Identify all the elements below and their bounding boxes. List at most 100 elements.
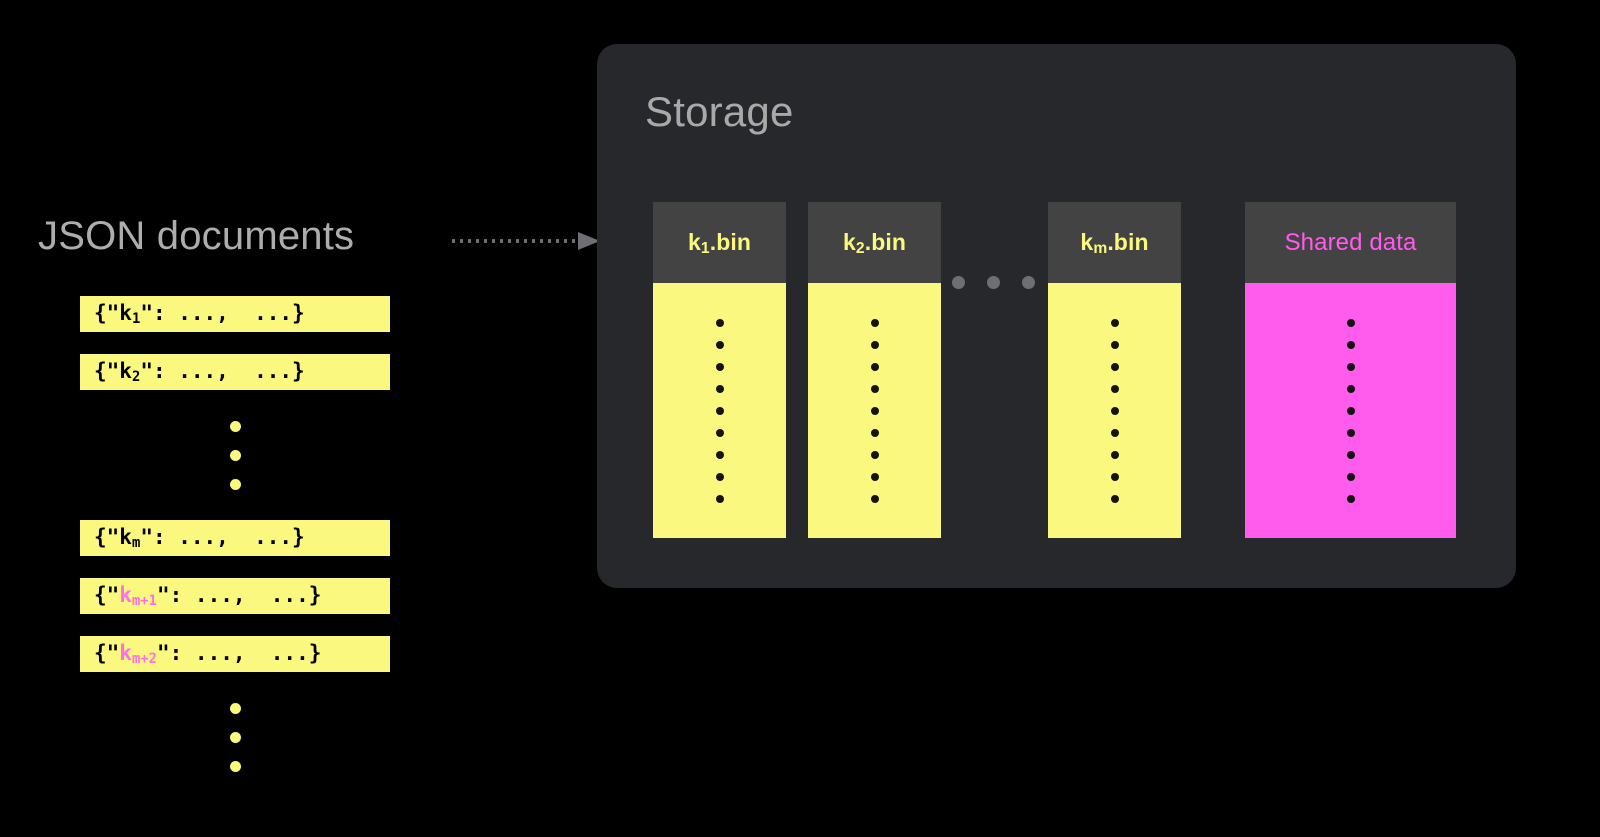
- record-dot: [1346, 450, 1355, 459]
- json-doc-key-subscript: 2: [131, 369, 141, 386]
- record-dot: [1110, 494, 1119, 503]
- json-doc-key: k1: [119, 301, 141, 328]
- record-dot: [715, 406, 724, 415]
- record-dot: [1110, 450, 1119, 459]
- record-dot: [870, 406, 879, 415]
- ellipsis-dot: [229, 702, 241, 714]
- json-documents-section: JSON documents {"k1": ..., ...}{"k2": ..…: [0, 0, 600, 837]
- storage-bin-body: [1048, 283, 1181, 538]
- storage-bin[interactable]: k2.bin: [808, 202, 941, 538]
- storage-bin-label-text: k1.bin: [688, 229, 751, 258]
- storage-bin-label-subscript: m: [1093, 240, 1108, 258]
- storage-bin[interactable]: km.bin: [1048, 202, 1181, 538]
- flow-arrow: [452, 228, 600, 254]
- ellipsis-dot: [229, 420, 241, 432]
- storage-bin-extension: .bin: [709, 229, 751, 255]
- record-dot: [870, 450, 879, 459]
- json-documents-ellipsis: [80, 694, 390, 780]
- json-doc-key-subscript: m+1: [131, 593, 157, 610]
- json-document-list: {"k1": ..., ...}{"k2": ..., ...}{"km": .…: [80, 296, 390, 802]
- json-document-item: {"km": ..., ...}: [80, 520, 390, 556]
- json-document-item: {"k1": ..., ...}: [80, 296, 390, 332]
- storage-panel: Storage k1.bin k2.bin km.bin Shared data: [597, 44, 1516, 588]
- record-dot: [1346, 318, 1355, 327]
- ellipsis-dot: [229, 478, 241, 490]
- ellipsis-dot: [229, 449, 241, 461]
- record-dot: [1110, 406, 1119, 415]
- ellipsis-dot: [229, 731, 241, 743]
- dotted-arrow-icon: [452, 232, 600, 250]
- record-dot: [870, 384, 879, 393]
- record-dot: [715, 318, 724, 327]
- storage-bin-body: [1245, 283, 1456, 538]
- ellipsis-dot: [987, 276, 1000, 289]
- record-dot: [715, 428, 724, 437]
- record-dot: [870, 494, 879, 503]
- record-dot: [715, 494, 724, 503]
- storage-title: Storage: [645, 88, 794, 135]
- ellipsis-dot: [229, 760, 241, 772]
- record-dot: [1346, 472, 1355, 481]
- record-dot: [1346, 362, 1355, 371]
- json-document-item: {"km+2": ..., ...}: [80, 636, 390, 672]
- record-dot: [1110, 384, 1119, 393]
- record-dot: [715, 450, 724, 459]
- json-documents-ellipsis: [80, 412, 390, 498]
- json-doc-prefix: {": [94, 301, 120, 325]
- record-dot: [1110, 472, 1119, 481]
- record-dot: [870, 318, 879, 327]
- record-dot: [1346, 340, 1355, 349]
- storage-bin-body: [653, 283, 786, 538]
- storage-bin[interactable]: k1.bin: [653, 202, 786, 538]
- storage-bin-label: k1.bin: [653, 202, 786, 283]
- record-dot: [1346, 494, 1355, 503]
- record-dot: [870, 472, 879, 481]
- storage-bin-shared[interactable]: Shared data: [1245, 202, 1456, 538]
- json-doc-key-subscript: 1: [131, 311, 141, 328]
- json-doc-prefix: {": [94, 359, 120, 383]
- record-dot: [870, 340, 879, 349]
- record-dot: [1346, 406, 1355, 415]
- json-doc-key-subscript: m: [131, 535, 141, 552]
- record-dot: [870, 428, 879, 437]
- json-doc-suffix: ": ..., ...}: [157, 583, 322, 607]
- storage-bin-label: km.bin: [1048, 202, 1181, 283]
- json-doc-prefix: {": [94, 583, 120, 607]
- record-dot: [870, 362, 879, 371]
- storage-bin-label-text: km.bin: [1080, 229, 1149, 258]
- json-doc-key: km: [119, 525, 141, 552]
- json-doc-suffix: ": ..., ...}: [140, 301, 305, 325]
- record-dot: [715, 472, 724, 481]
- record-dot: [1110, 318, 1119, 327]
- storage-bins-ellipsis: [952, 276, 1035, 289]
- json-doc-suffix: ": ..., ...}: [140, 525, 305, 549]
- json-doc-key: km+2: [119, 641, 157, 668]
- storage-bin-label-text: k2.bin: [843, 229, 906, 258]
- ellipsis-dot: [952, 276, 965, 289]
- json-documents-label: JSON documents: [38, 214, 355, 258]
- record-dot: [715, 362, 724, 371]
- json-doc-key: km+1: [119, 583, 157, 610]
- record-dot: [1346, 384, 1355, 393]
- ellipsis-dot: [1022, 276, 1035, 289]
- record-dot: [1110, 340, 1119, 349]
- json-document-item: {"k2": ..., ...}: [80, 354, 390, 390]
- json-doc-key: k2: [119, 359, 141, 386]
- storage-bin-label: Shared data: [1245, 202, 1456, 283]
- json-doc-suffix: ": ..., ...}: [157, 641, 322, 665]
- json-doc-prefix: {": [94, 641, 120, 665]
- storage-bin-body: [808, 283, 941, 538]
- record-dot: [1110, 428, 1119, 437]
- json-doc-prefix: {": [94, 525, 120, 549]
- storage-bin-extension: .bin: [864, 229, 906, 255]
- json-document-item: {"km+1": ..., ...}: [80, 578, 390, 614]
- storage-bin-label-text: Shared data: [1284, 228, 1417, 256]
- record-dot: [1110, 362, 1119, 371]
- json-doc-key-subscript: m+2: [131, 651, 157, 668]
- record-dot: [1346, 428, 1355, 437]
- storage-bin-label-subscript: 1: [700, 240, 710, 258]
- storage-bin-label-subscript: 2: [855, 240, 865, 258]
- record-dot: [715, 340, 724, 349]
- storage-bin-row: k1.bin k2.bin km.bin Shared data: [597, 44, 1516, 588]
- storage-bin-extension: .bin: [1107, 229, 1149, 255]
